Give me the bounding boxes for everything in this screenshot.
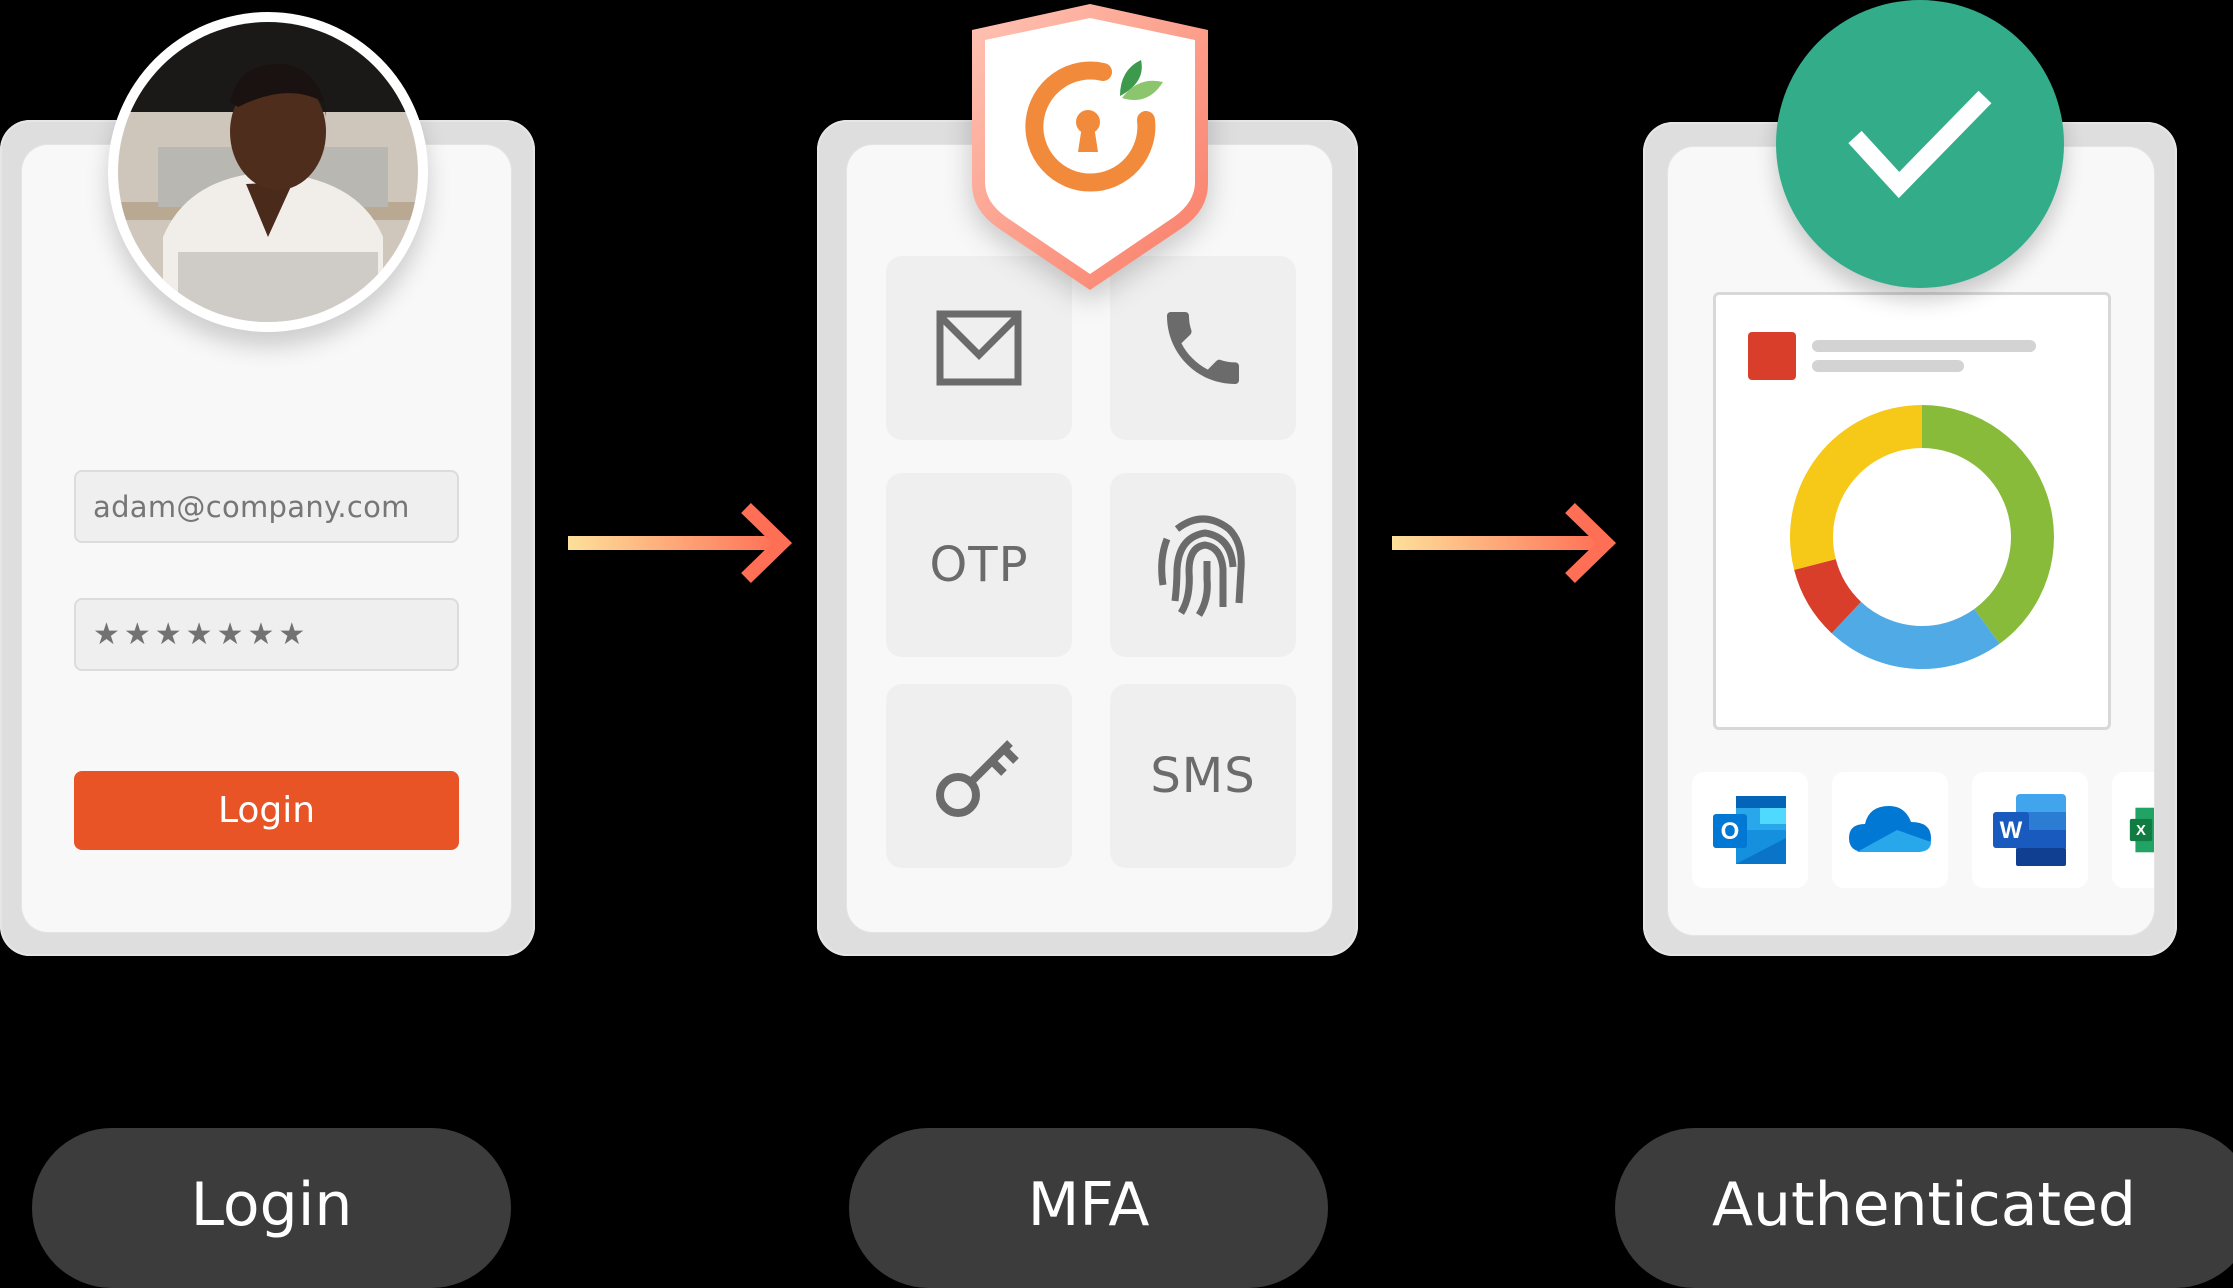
person-illustration-icon [158,63,388,322]
email-input-value: adam@company.com [93,489,410,524]
user-photo [118,22,418,322]
donut-segment-blue [1831,601,2000,669]
arrow-right-icon [1392,502,1617,584]
key-icon [936,740,1019,817]
phone-icon [1167,312,1239,384]
app-onedrive[interactable] [1832,772,1948,888]
mfa-method-email[interactable] [886,256,1072,440]
shield-logo-icon [972,4,1208,290]
donut-chart [1790,405,2054,669]
report-color-square [1748,332,1796,380]
envelope-icon [936,310,1022,386]
password-mask: ★★★★★★★ [93,617,310,652]
checkmark-icon [1848,90,1992,199]
excel-icon: X [2129,807,2154,853]
email-input[interactable]: adam@company.com [74,470,459,543]
word-icon: W [1993,794,2066,866]
arrow-right-icon [568,502,793,584]
donut-segment-red [1794,559,1862,634]
dashboard-report [1713,292,2111,730]
step-label-mfa-text: MFA [1027,1170,1150,1240]
login-button-label: Login [217,790,316,831]
report-line-1 [1812,340,2036,352]
svg-text:W: W [2000,817,2023,844]
app-excel[interactable]: X [2112,772,2154,888]
mfa-method-sms[interactable]: SMS [1110,684,1296,868]
mfa-method-security-key[interactable] [886,684,1072,868]
app-word[interactable]: W [1972,772,2088,888]
login-button[interactable]: Login [74,771,459,850]
fingerprint-icon [1158,515,1245,617]
mfa-method-otp[interactable]: OTP [886,473,1072,657]
step-label-login: Login [32,1128,511,1288]
app-outlook[interactable]: O [1692,772,1808,888]
step-label-authenticated-text: Authenticated [1711,1170,2137,1240]
password-input[interactable]: ★★★★★★★ [74,598,459,671]
mfa-method-phone[interactable] [1110,256,1296,440]
step-label-login-text: Login [190,1170,353,1240]
step-label-mfa: MFA [849,1128,1328,1288]
sms-label: SMS [1150,748,1256,804]
report-line-2 [1812,360,1964,372]
user-avatar [108,12,428,332]
donut-segment-yellow [1790,405,1922,570]
success-badge [1776,0,2064,288]
mfa-method-fingerprint[interactable] [1110,473,1296,657]
onedrive-icon [1849,806,1931,852]
step-label-authenticated: Authenticated [1615,1128,2233,1288]
svg-text:O: O [1721,818,1740,845]
outlook-icon: O [1713,796,1786,864]
otp-label: OTP [929,537,1029,593]
svg-text:X: X [2136,823,2146,839]
donut-segment-green [1922,405,2054,644]
